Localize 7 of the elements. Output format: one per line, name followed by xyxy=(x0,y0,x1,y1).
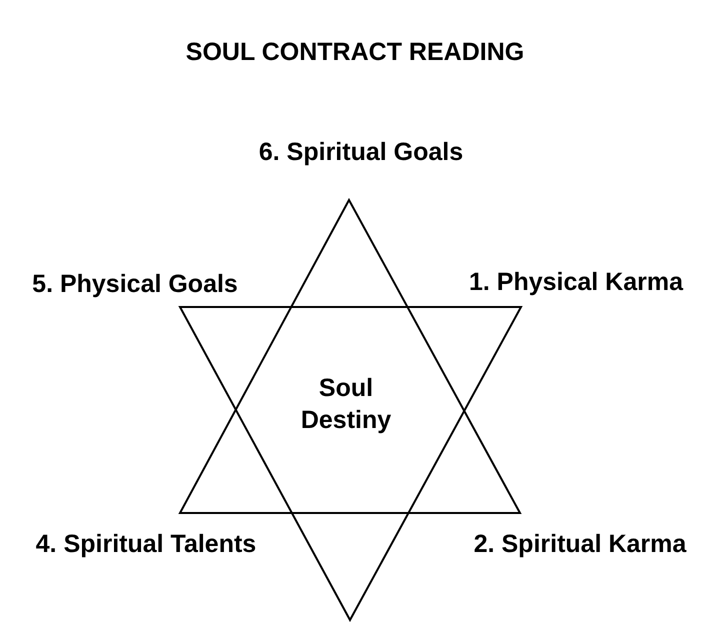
diagram-title: SOUL CONTRACT READING xyxy=(186,38,524,67)
point-label: 2. Spiritual Karma xyxy=(474,530,686,559)
point-label: 5. Physical Goals xyxy=(32,270,238,299)
point-label: 1. Physical Karma xyxy=(469,268,683,297)
center-label: Soul Destiny xyxy=(300,373,392,436)
point-label: 4. Spiritual Talents xyxy=(36,530,256,559)
point-label: 6. Spiritual Goals xyxy=(258,138,464,167)
